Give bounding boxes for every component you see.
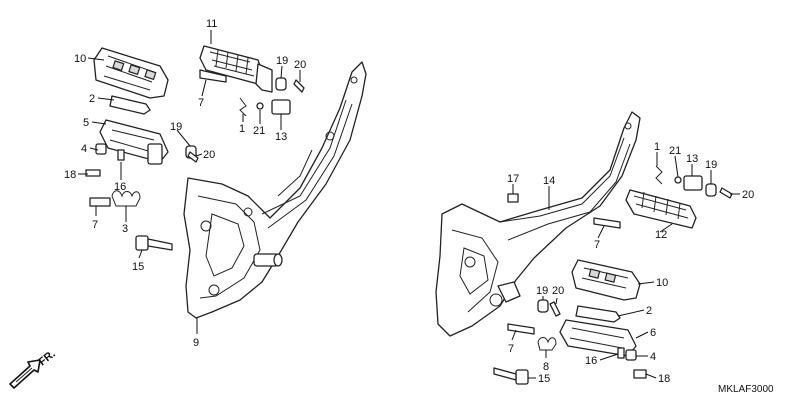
left-bolt-7b: [199, 69, 227, 83]
callout: 15: [538, 373, 550, 385]
callout: 1: [239, 123, 245, 135]
callout: 19: [705, 159, 717, 171]
callout: 19: [170, 121, 182, 133]
right-bolt-7c: [593, 217, 621, 229]
callout: 16: [585, 355, 597, 367]
callout: 4: [81, 143, 87, 155]
right-front-peg-rubber: [571, 259, 641, 301]
callout: 20: [742, 189, 754, 201]
callout: 21: [253, 125, 265, 137]
callout: 17: [507, 173, 519, 185]
callout: 7: [594, 239, 600, 251]
callout: 7: [92, 219, 98, 231]
right-bolt-17: [507, 193, 519, 203]
callout: 16: [114, 181, 126, 193]
callout: 19: [536, 285, 548, 297]
left-collar-4: [95, 143, 107, 155]
left-spring-1a: [239, 97, 247, 117]
callout: 2: [646, 305, 652, 317]
callout: 6: [650, 327, 656, 339]
callout: 20: [203, 149, 215, 161]
callout: 7: [508, 343, 514, 355]
right-washer-16: [617, 347, 625, 359]
left-ball-21a: [256, 102, 264, 110]
left-bolt-7a: [89, 197, 111, 207]
callout: 7: [198, 97, 204, 109]
callout: 20: [294, 59, 306, 71]
callout: 18: [64, 169, 76, 181]
left-rear-peg: [199, 45, 273, 93]
callout: 5: [83, 117, 89, 129]
right-bolt-15: [493, 367, 529, 385]
left-spring-3: [111, 190, 141, 207]
callout: 18: [658, 373, 670, 385]
callout: 2: [89, 93, 95, 105]
left-front-peg-rubber: [93, 47, 169, 99]
callout: 14: [543, 175, 555, 187]
right-holder-13b: [683, 175, 703, 191]
right-washer-19d: [537, 299, 549, 313]
callout: 15: [132, 261, 144, 273]
callout: 9: [193, 337, 199, 349]
right-pin-20d: [549, 301, 561, 317]
right-rear-peg: [625, 189, 697, 229]
callout: 10: [74, 53, 86, 65]
callout: 19: [276, 55, 288, 67]
callout: 1: [654, 141, 660, 153]
left-washer-19a: [275, 77, 287, 91]
front-direction-indicator: FR.: [9, 348, 58, 389]
callout: 21: [669, 145, 681, 157]
right-ball-21b: [674, 176, 682, 184]
callout: 8: [543, 361, 549, 373]
left-pin-20a: [293, 79, 305, 93]
right-spring-1b: [655, 165, 663, 185]
callout: 3: [122, 223, 128, 235]
right-collar-4: [625, 349, 637, 361]
left-pin-20b: [187, 151, 199, 163]
left-holder-13a: [271, 99, 291, 115]
right-washer-19c: [705, 183, 717, 197]
callout: 11: [206, 18, 217, 30]
left-washer-16: [117, 149, 125, 161]
left-bolt-18: [85, 169, 101, 177]
right-spring-8: [537, 337, 557, 351]
callout: 13: [686, 153, 698, 165]
callout: 20: [552, 285, 564, 297]
right-pin-20c: [719, 187, 733, 199]
left-front-peg-base: [99, 119, 169, 165]
right-spacer-plate: [575, 305, 621, 323]
right-step-bracket: [435, 111, 641, 337]
right-bolt-7d: [507, 323, 535, 335]
callout-labels: 11 10 2 5 4 18 16 7 3 15 9 7 19 20 1 21 …: [64, 18, 754, 385]
left-bolt-15: [135, 235, 173, 251]
leader-lines: [78, 30, 740, 379]
callout: 10: [656, 277, 668, 289]
left-spacer-plate: [109, 95, 151, 115]
callout: 13: [275, 131, 287, 143]
diagram-code: MKLAF3000: [718, 384, 774, 395]
right-bolt-18: [633, 369, 647, 379]
left-step-bracket: [183, 61, 367, 319]
callout: 4: [650, 351, 656, 363]
callout: 12: [655, 229, 667, 241]
